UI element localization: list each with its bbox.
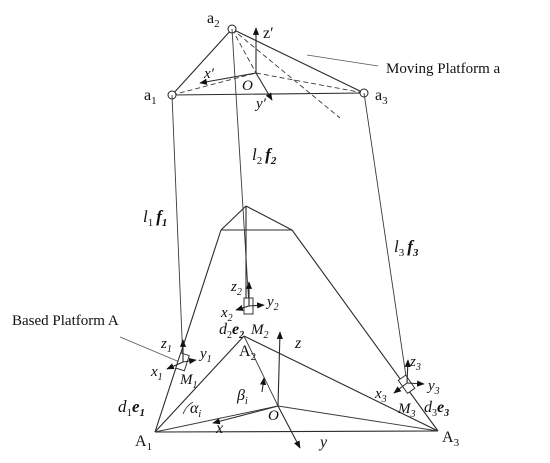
alpha-arc — [182, 401, 194, 415]
leg-3 — [363, 92, 408, 384]
slider-M3 — [397, 374, 416, 395]
label-A3: A3 — [442, 429, 460, 449]
label-z: z — [294, 335, 302, 352]
label-moving-platform: Moving Platform a — [386, 61, 500, 77]
base-edge-A1-A3 — [154, 430, 439, 433]
label-M1: M1 — [179, 372, 198, 391]
label-x2: x2 — [220, 305, 233, 324]
label-y: y — [318, 434, 328, 451]
labels: a1 a2 a3 O x′ y′ z′ Moving Platform a Ba… — [12, 10, 500, 453]
based-platform — [119, 335, 439, 433]
base-edge-A1-A2 — [154, 335, 245, 433]
base-edge-A2-A3 — [243, 335, 439, 432]
label-A1: A1 — [135, 433, 152, 453]
moving-median-a1 — [171, 72, 257, 96]
label-a1: a1 — [144, 87, 157, 107]
moving-edge-a1-a2 — [171, 28, 233, 96]
label-z3: z3 — [409, 354, 421, 373]
pyramid-left-slope — [154, 229, 222, 433]
x2-axis — [235, 305, 250, 311]
label-z1: z1 — [160, 336, 172, 355]
label-y1: y1 — [198, 346, 212, 365]
based-platform-leader — [119, 336, 183, 364]
label-M2: M2 — [250, 322, 269, 341]
label-d2-e2: d2e2 — [219, 321, 244, 341]
y2-axis — [248, 302, 265, 309]
base-median-A3 — [277, 405, 439, 432]
leg-1 — [171, 94, 184, 363]
moving-median-a3 — [255, 72, 365, 94]
moving-edge-a2-a3 — [231, 28, 365, 94]
x1-axis — [166, 361, 184, 370]
moving-platform-leader — [306, 54, 379, 67]
label-x3: x3 — [374, 386, 387, 405]
label-y2: y2 — [265, 294, 279, 313]
x-prime-axis — [199, 72, 257, 85]
label-beta: βi — [236, 387, 248, 407]
label-x-prime: x′ — [203, 66, 215, 82]
z3-axis — [404, 359, 411, 384]
label-d1-e1: d1e1 — [118, 397, 145, 419]
sliders — [166, 281, 425, 395]
label-alpha: αi — [190, 400, 201, 420]
label-based-platform: Based Platform A — [12, 313, 119, 329]
y1-axis — [182, 358, 197, 365]
base-median-A2 — [243, 335, 279, 407]
y-prime-axis — [255, 72, 273, 101]
label-y-prime: y′ — [254, 96, 267, 112]
label-a2: a2 — [207, 10, 220, 30]
pyramid-apex-right — [245, 205, 293, 231]
label-x: x — [215, 420, 223, 437]
y-axis — [277, 405, 301, 449]
label-O-top: O — [242, 78, 253, 94]
label-O-base: O — [268, 408, 279, 424]
label-z-prime: z′ — [263, 25, 274, 42]
label-x1: x1 — [150, 364, 163, 383]
base-frame — [182, 331, 301, 449]
beta-arrow — [259, 377, 267, 393]
base-pyramid — [154, 205, 439, 433]
moving-hidden-edge — [231, 28, 341, 119]
pyramid-right-slope — [291, 229, 439, 432]
label-M3: M3 — [397, 401, 416, 420]
x-axis — [212, 405, 279, 425]
z-axis — [276, 331, 283, 407]
label-a3: a3 — [375, 87, 388, 107]
moving-platform — [167, 24, 379, 119]
moving-median-a2 — [231, 28, 257, 74]
label-d3-e3: d3e3 — [424, 399, 449, 419]
label-z2: z2 — [230, 279, 242, 298]
x3-axis — [393, 382, 408, 394]
y3-axis — [406, 380, 425, 387]
label-A2: A2 — [239, 343, 256, 363]
label-y3: y3 — [426, 378, 440, 397]
pyramid-apex-left — [220, 205, 247, 231]
